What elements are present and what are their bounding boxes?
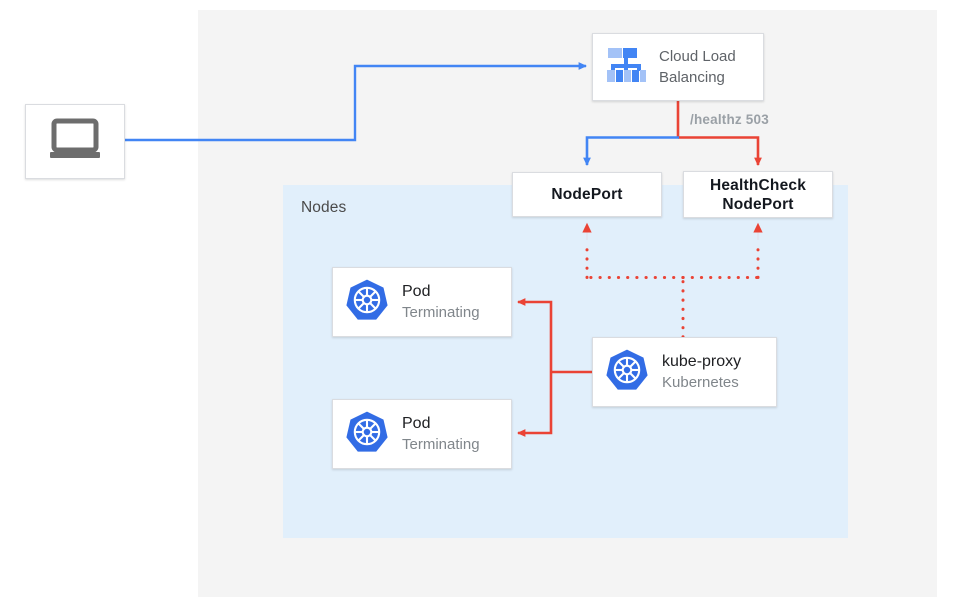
laptop-icon [47, 118, 103, 165]
client-box[interactable] [25, 104, 125, 179]
cloud-load-balancing-line1: Cloud Load [659, 48, 736, 65]
kubernetes-icon [604, 347, 650, 398]
nodeport-label: NodePort [551, 186, 623, 203]
pod-name: Pod [402, 415, 431, 432]
kube-proxy-subtitle: Kubernetes [662, 374, 739, 391]
load-balancer-icon [605, 46, 647, 89]
nodes-region-label: Nodes [301, 199, 347, 216]
pod-box[interactable]: Pod Terminating [332, 399, 512, 469]
kubernetes-icon [344, 409, 390, 460]
kube-proxy-name: kube-proxy [662, 353, 742, 370]
healthcheck-nodeport-label: HealthCheck NodePort [710, 176, 806, 214]
kube-proxy-box[interactable]: kube-proxy Kubernetes [592, 337, 777, 407]
pod-text: Pod Terminating [402, 413, 480, 455]
pod-name: Pod [402, 283, 431, 300]
kubernetes-icon [344, 277, 390, 328]
healthcheck-nodeport-line1: HealthCheck [709, 176, 807, 194]
pod-status: Terminating [402, 436, 480, 453]
pod-text: Pod Terminating [402, 281, 480, 323]
kube-proxy-text: kube-proxy Kubernetes [662, 351, 741, 393]
healthz-status-label: /healthz 503 [690, 112, 769, 127]
pod-status: Terminating [402, 304, 480, 321]
healthcheck-nodeport-box[interactable]: HealthCheck NodePort [683, 171, 833, 218]
nodeport-box[interactable]: NodePort [512, 172, 662, 217]
cloud-load-balancing-line2: Balancing [659, 69, 725, 86]
cloud-load-balancing-label: Cloud Load Balancing [659, 46, 736, 88]
pod-box[interactable]: Pod Terminating [332, 267, 512, 337]
cloud-load-balancing-box[interactable]: Cloud Load Balancing [592, 33, 764, 101]
healthcheck-nodeport-line2: NodePort [722, 195, 794, 213]
